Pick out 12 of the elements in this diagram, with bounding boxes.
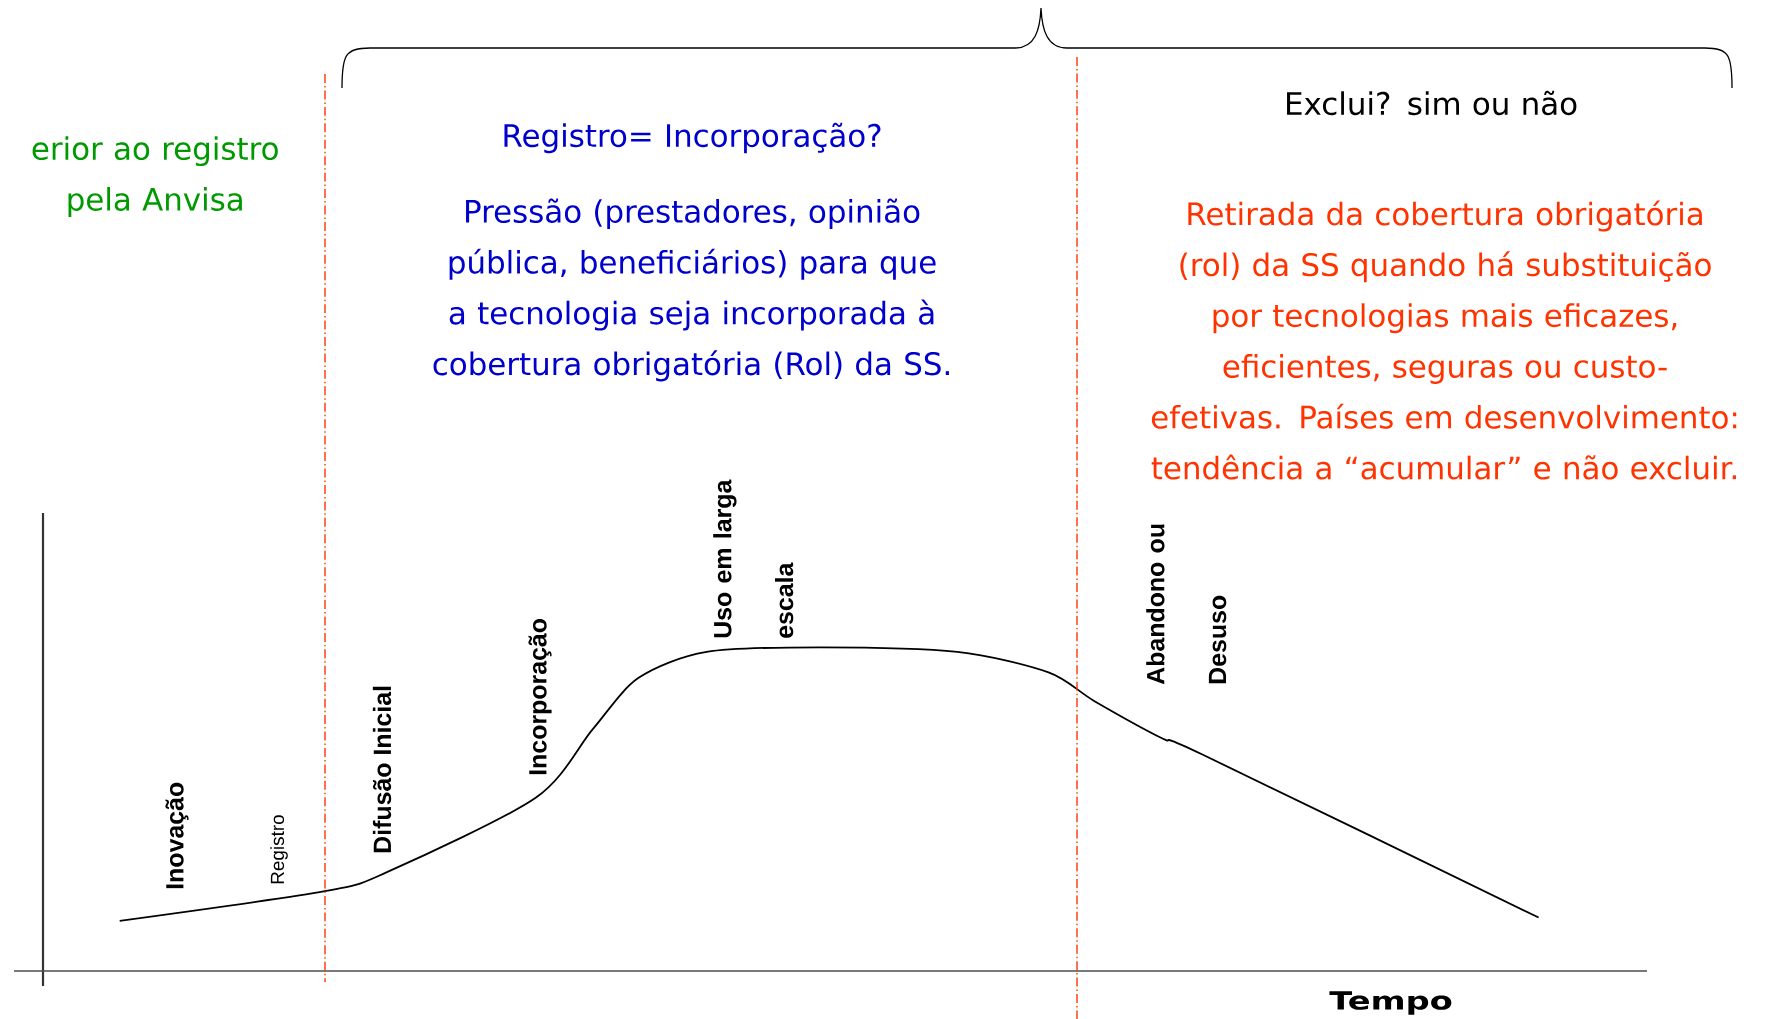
stage-label: Abandono ou Desuso [1146, 524, 1227, 685]
axis-label: Tempo [1329, 991, 1452, 1015]
stage-label: Difusão Inicial [372, 686, 392, 853]
stage-label: Incorporação [528, 619, 552, 775]
note-text: Retirada da cobertura obrigatória (rol) da SS quando há substituição por tecnologias mais eficazes, eficientes, seguras ou custo-efetivas. Países em desenvolvimento: tendência a “acumular” e não excluir. [1151, 200, 1737, 480]
stage-label: Inovação [165, 782, 189, 889]
question-text: Exclui? sim ou não [1287, 90, 1577, 116]
stage-label: Registro [270, 815, 288, 884]
note-text: Pressão (prestadores, opinião pública, beneficiários) para que a tecnologia seja incorporada à cobertura obrigatória (Rol) da SS. [433, 198, 949, 382]
note-text: erior ao registro pela Anvisa [32, 136, 278, 217]
stage-label: Uso em larga escala [713, 479, 794, 638]
question-text: Registro= Incorporação? [504, 122, 881, 154]
